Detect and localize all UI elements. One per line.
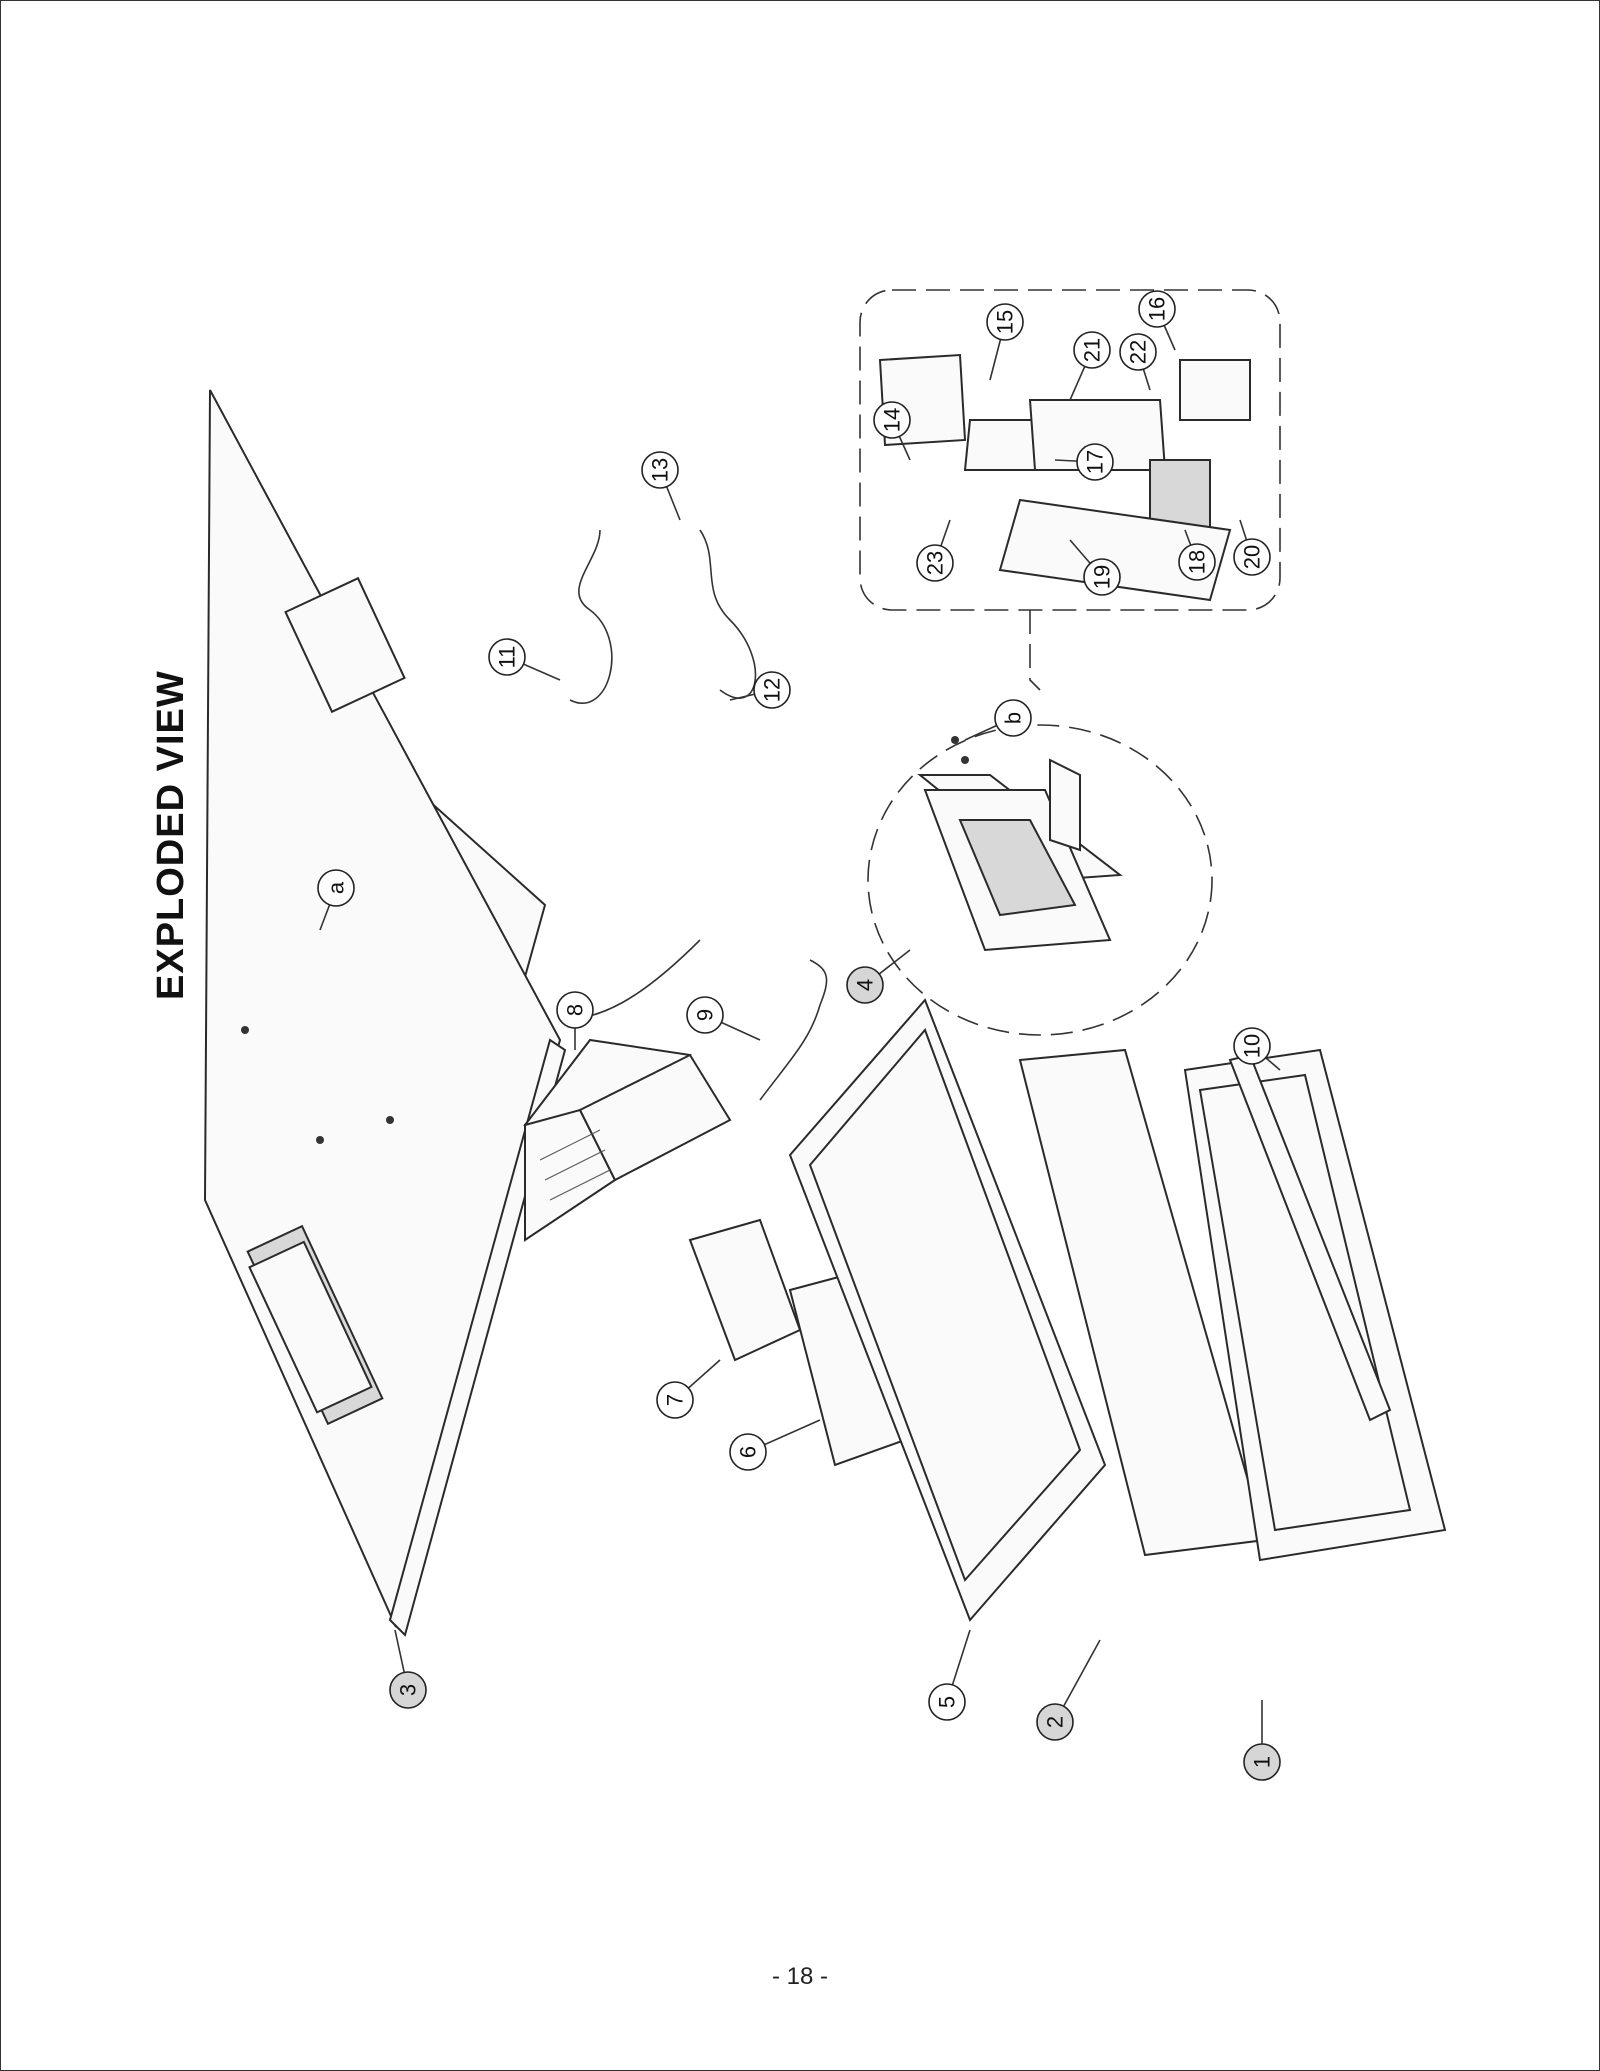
front-bezel <box>1183 1048 1447 1562</box>
callout-8: 8 <box>556 991 594 1050</box>
callout-10: 10 <box>1233 1027 1281 1071</box>
callout-circle-16 <box>1138 290 1176 328</box>
callout-label-15: 15 <box>993 310 1018 334</box>
callout-label-9: 9 <box>693 1009 718 1021</box>
callout-label-20: 20 <box>1240 545 1265 569</box>
callout-circle-14 <box>873 401 911 439</box>
callout-6: 6 <box>729 1419 821 1471</box>
callout-circle-6 <box>729 1433 767 1471</box>
callout-label-16: 16 <box>1145 297 1170 321</box>
stand-group <box>867 724 1213 1036</box>
callout-circle-7 <box>656 1381 694 1419</box>
callout-label-11: 11 <box>495 646 520 669</box>
callout-20: 20 <box>1233 519 1271 576</box>
callout-circle-19 <box>1083 558 1121 596</box>
callout-a: a <box>317 869 355 931</box>
callout-2: 2 <box>1036 1639 1101 1741</box>
callout-label-22: 22 <box>1126 340 1151 364</box>
callout-22: 22 <box>1119 333 1157 391</box>
callout-circle-1 <box>1243 1743 1281 1781</box>
callout-label-18: 18 <box>1185 550 1210 574</box>
callout-circle-13 <box>641 451 679 489</box>
chassis-frame <box>788 998 1107 1622</box>
callout-15: 15 <box>986 303 1024 381</box>
callout-9: 9 <box>686 996 761 1041</box>
callout-label-13: 13 <box>648 458 673 482</box>
callout-label-4: 4 <box>853 979 878 991</box>
interface-board <box>688 1218 802 1362</box>
callout-label-7: 7 <box>663 1394 688 1406</box>
callout-label-21: 21 <box>1080 338 1105 362</box>
callout-23: 23 <box>916 519 954 582</box>
callout-circle-20 <box>1233 538 1271 576</box>
callout-label-b: b <box>1001 712 1026 724</box>
callout-7: 7 <box>656 1359 721 1419</box>
cables-group <box>559 529 757 1021</box>
callout-circle-b <box>994 699 1032 737</box>
callout-12: 12 <box>729 671 791 709</box>
callout-5: 5 <box>928 1629 971 1721</box>
callout-circle-17 <box>1076 443 1114 481</box>
callout-circle-18 <box>1178 543 1216 581</box>
callout-label-10: 10 <box>1240 1034 1265 1058</box>
callout-label-2: 2 <box>1043 1716 1068 1728</box>
callout-circle-12 <box>753 671 791 709</box>
callout-circle-11 <box>488 638 526 676</box>
callout-label-14: 14 <box>880 408 905 432</box>
callout-18: 18 <box>1178 529 1216 581</box>
callout-label-12: 12 <box>760 678 785 702</box>
callout-circle-21 <box>1073 331 1111 369</box>
callout-label-a: a <box>324 881 349 894</box>
callout-circle-a <box>317 869 355 907</box>
callout-17: 17 <box>1054 443 1114 481</box>
callout-circle-5 <box>928 1683 966 1721</box>
callout-circle-23 <box>916 544 954 582</box>
callout-label-19: 19 <box>1090 565 1115 589</box>
callout-13: 13 <box>641 451 681 521</box>
callout-circle-3 <box>389 1671 427 1709</box>
screws <box>241 736 969 1144</box>
callout-14: 14 <box>873 401 911 461</box>
callout-circle-4 <box>846 966 884 1004</box>
hinge-detail-group <box>859 289 1281 691</box>
callout-3: 3 <box>389 1629 427 1709</box>
callout-label-6: 6 <box>736 1446 761 1458</box>
callout-1: 1 <box>1243 1700 1281 1781</box>
callout-circle-22 <box>1119 333 1157 371</box>
callout-4: 4 <box>846 949 911 1004</box>
callout-21: 21 <box>1069 331 1111 401</box>
callout-b: b <box>964 699 1032 741</box>
callout-circle-2 <box>1036 1703 1074 1741</box>
callout-label-3: 3 <box>396 1684 421 1696</box>
callout-label-23: 23 <box>923 551 948 575</box>
callout-11: 11 <box>488 638 561 681</box>
callout-label-8: 8 <box>563 1004 588 1016</box>
callout-circle-15 <box>986 303 1024 341</box>
shield-box <box>523 1038 732 1242</box>
callout-19: 19 <box>1069 539 1121 596</box>
callout-label-1: 1 <box>1250 1756 1275 1768</box>
callout-circle-8 <box>556 991 594 1029</box>
callout-circle-9 <box>686 996 724 1034</box>
rear-cover <box>203 389 567 1637</box>
cable <box>759 959 828 1101</box>
page-number: - 18 - <box>771 1963 828 1990</box>
callout-16: 16 <box>1138 290 1176 351</box>
callout-label-17: 17 <box>1083 450 1108 474</box>
callout-circle-10 <box>1233 1027 1271 1065</box>
callout-label-5: 5 <box>935 1696 960 1708</box>
